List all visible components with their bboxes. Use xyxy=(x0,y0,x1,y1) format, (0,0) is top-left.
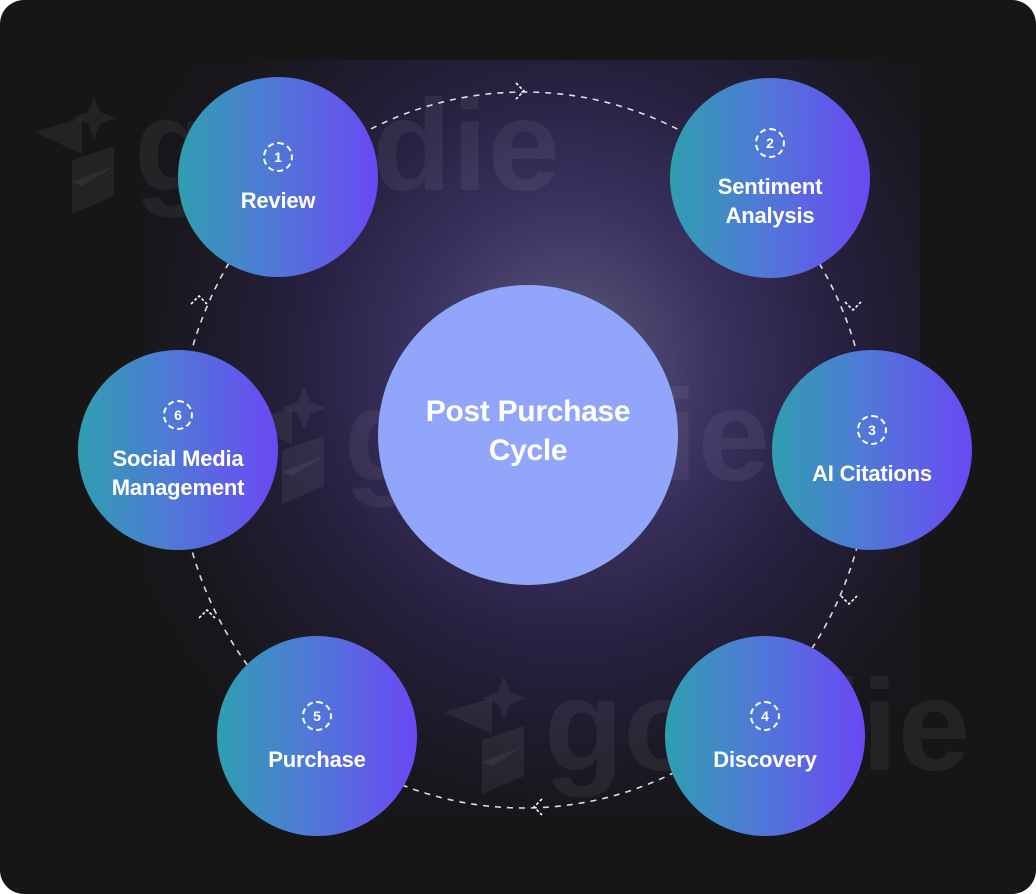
center-title: Post Purchase Cycle xyxy=(426,392,631,478)
arrow-icon-social-to-review xyxy=(190,294,208,305)
step-node-sentiment-analysis: 2 Sentiment Analysis xyxy=(670,78,870,278)
step-label: Review xyxy=(241,186,316,215)
center-title-line-2: Cycle xyxy=(488,434,568,467)
step-node-review: 1 Review xyxy=(178,77,378,277)
step-label: AI Citations xyxy=(812,459,932,488)
step-number-badge: 6 xyxy=(163,400,193,430)
step-number-badge: 2 xyxy=(755,128,785,158)
step-label-line: AI Citations xyxy=(812,460,932,486)
arrow-icon-discovery-to-purchase xyxy=(532,798,543,816)
center-hub: Post Purchase Cycle xyxy=(378,285,678,585)
step-label: Sentiment Analysis xyxy=(718,172,823,230)
step-label-line: Analysis xyxy=(725,203,815,228)
arrow-icon-sentiment-to-citations xyxy=(844,301,862,312)
step-label-line: Social Media xyxy=(112,446,244,471)
step-number-badge: 3 xyxy=(857,414,887,445)
step-label-line: Sentiment xyxy=(717,174,823,199)
step-node-discovery: 4 Discovery xyxy=(665,636,865,836)
step-number-badge: 1 xyxy=(263,141,293,172)
step-label-line: Discovery xyxy=(713,746,817,772)
step-label: Social Media Management xyxy=(111,444,245,502)
step-label-line: Purchase xyxy=(268,746,366,772)
step-label-line: Review xyxy=(240,187,316,213)
step-label-line: Management xyxy=(111,475,245,500)
arrow-icon-citations-to-discovery xyxy=(840,595,858,606)
step-node-ai-citations: 3 AI Citations xyxy=(772,350,972,550)
step-number-badge: 5 xyxy=(302,700,332,731)
step-node-purchase: 5 Purchase xyxy=(217,636,417,836)
step-number-badge: 4 xyxy=(750,700,780,731)
step-label: Purchase xyxy=(268,745,366,774)
center-title-line-1: Post Purchase xyxy=(425,395,631,428)
step-label: Discovery xyxy=(713,745,817,774)
step-node-social-media-management: 6 Social Media Management xyxy=(78,350,278,550)
arrow-icon-purchase-to-social xyxy=(198,608,216,619)
arrow-icon-review-to-sentiment xyxy=(515,82,526,100)
